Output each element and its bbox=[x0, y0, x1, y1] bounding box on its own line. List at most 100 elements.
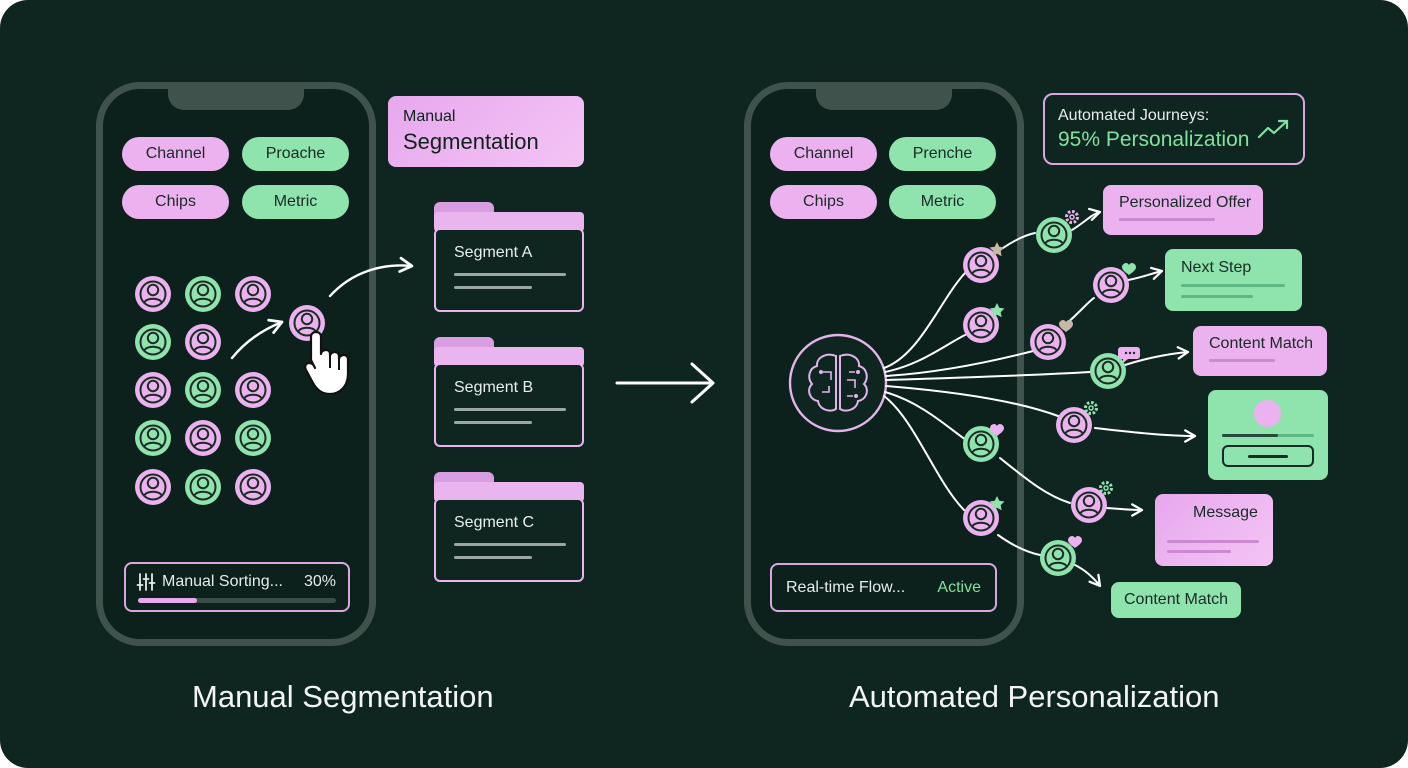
output-label: Content Match bbox=[1124, 591, 1229, 608]
auto-chip-chips: Chips bbox=[770, 185, 877, 219]
star-icon bbox=[989, 303, 1005, 318]
user-icon bbox=[1040, 540, 1076, 576]
heart-icon bbox=[990, 424, 1004, 436]
user-badges bbox=[989, 210, 1140, 548]
heart-icon bbox=[1122, 263, 1136, 275]
user-icon bbox=[185, 276, 221, 312]
manual-segmentation-title-box: Manual Segmentation bbox=[388, 96, 584, 167]
output-personalized-offer: Personalized Offer bbox=[1103, 185, 1263, 235]
folder-body: Segment C bbox=[434, 498, 584, 582]
card-avatar bbox=[1254, 400, 1281, 427]
output-content-match-2: Content Match bbox=[1111, 582, 1241, 618]
automated-caption: Automated Personalization bbox=[849, 679, 1220, 714]
star-icon bbox=[989, 242, 1005, 257]
journeys-label: Automated Journeys: bbox=[1058, 107, 1210, 124]
manual-sorting-status: Manual Sorting... 30% bbox=[124, 562, 350, 612]
sliders-icon bbox=[136, 573, 156, 591]
auto-chip-prenche: Prenche bbox=[889, 137, 996, 171]
user-icon bbox=[235, 469, 271, 505]
user-icon bbox=[1093, 267, 1129, 303]
user-icon bbox=[963, 247, 999, 283]
user-icon bbox=[963, 307, 999, 343]
segment-c-label: Segment C bbox=[454, 514, 535, 531]
folder-body: Segment A bbox=[434, 228, 584, 312]
heart-icon bbox=[1059, 320, 1073, 332]
segment-a-label: Segment A bbox=[454, 244, 533, 261]
text-line bbox=[1167, 540, 1259, 543]
automated-journeys-box: Automated Journeys: 95% Personalization bbox=[1043, 93, 1305, 165]
text-line bbox=[454, 286, 532, 289]
output-message: Message bbox=[1155, 494, 1273, 566]
folder-back bbox=[434, 347, 584, 367]
user-icon bbox=[135, 469, 171, 505]
user-icon bbox=[1090, 353, 1126, 389]
realtime-status-label: Real-time Flow... bbox=[786, 579, 906, 596]
user-icon bbox=[235, 420, 271, 456]
star-icon bbox=[989, 496, 1005, 511]
manual-status-percent: 30% bbox=[303, 573, 336, 590]
chat-bubble-icon bbox=[1118, 347, 1140, 363]
manual-chip-proache: Proache bbox=[242, 137, 349, 171]
segment-b-label: Segment B bbox=[454, 379, 534, 396]
gear-icon bbox=[1084, 401, 1098, 415]
brain-circuit-icon bbox=[788, 333, 888, 433]
manual-caption: Manual Segmentation bbox=[192, 679, 494, 714]
progress-track bbox=[138, 598, 336, 603]
manual-user-grid bbox=[135, 276, 271, 505]
pointer-hand-icon bbox=[304, 330, 350, 396]
user-icon bbox=[135, 372, 171, 408]
user-icon bbox=[1030, 324, 1066, 360]
text-line bbox=[454, 421, 532, 424]
output-label: Content Match bbox=[1209, 335, 1314, 352]
text-line bbox=[454, 408, 566, 411]
user-icon bbox=[185, 372, 221, 408]
auto-chip-channel: Channel bbox=[770, 137, 877, 171]
user-icon bbox=[963, 426, 999, 462]
text-line bbox=[1167, 550, 1231, 553]
user-icon bbox=[135, 276, 171, 312]
folder-back bbox=[434, 212, 584, 232]
auto-chip-metric: Metric bbox=[889, 185, 996, 219]
manual-chip-chips: Chips bbox=[122, 185, 229, 219]
user-icon bbox=[235, 372, 271, 408]
realtime-status-state: Active bbox=[937, 579, 981, 596]
text-line bbox=[454, 556, 532, 559]
user-icon bbox=[1056, 407, 1092, 443]
user-icon bbox=[135, 420, 171, 456]
text-line bbox=[1181, 295, 1253, 298]
output-label: Message bbox=[1193, 504, 1258, 521]
heart-icon bbox=[1068, 536, 1082, 548]
manual-chip-channel: Channel bbox=[122, 137, 229, 171]
gear-icon bbox=[1065, 210, 1079, 224]
drag-arrow bbox=[230, 318, 284, 360]
output-next-step: Next Step bbox=[1165, 249, 1302, 311]
automated-users bbox=[963, 217, 1129, 576]
text-line bbox=[1222, 434, 1278, 437]
trend-up-icon bbox=[1257, 119, 1289, 139]
user-icon bbox=[135, 324, 171, 360]
automated-phone-frame bbox=[744, 82, 1024, 646]
card-button bbox=[1222, 445, 1314, 467]
text-line bbox=[1119, 218, 1215, 221]
manual-status-label: Manual Sorting... bbox=[162, 573, 283, 590]
user-icon bbox=[235, 276, 271, 312]
gear-icon bbox=[1099, 481, 1113, 495]
phone-notch bbox=[168, 88, 304, 110]
output-label: Personalized Offer bbox=[1119, 194, 1252, 211]
output-content-card bbox=[1208, 390, 1328, 480]
user-icon bbox=[1036, 217, 1072, 253]
realtime-flow-status: Real-time Flow... Active bbox=[770, 563, 997, 612]
user-icon bbox=[963, 500, 999, 536]
manual-title-line2: Segmentation bbox=[403, 129, 539, 154]
user-icon bbox=[185, 324, 221, 360]
folder-body: Segment B bbox=[434, 363, 584, 447]
user-icon bbox=[1071, 487, 1107, 523]
phone-notch bbox=[816, 88, 952, 110]
user-icon bbox=[185, 420, 221, 456]
output-label: Next Step bbox=[1181, 259, 1252, 276]
user-icon bbox=[185, 469, 221, 505]
flow-lines bbox=[883, 207, 1197, 588]
journeys-value: 95% Personalization bbox=[1058, 128, 1250, 151]
